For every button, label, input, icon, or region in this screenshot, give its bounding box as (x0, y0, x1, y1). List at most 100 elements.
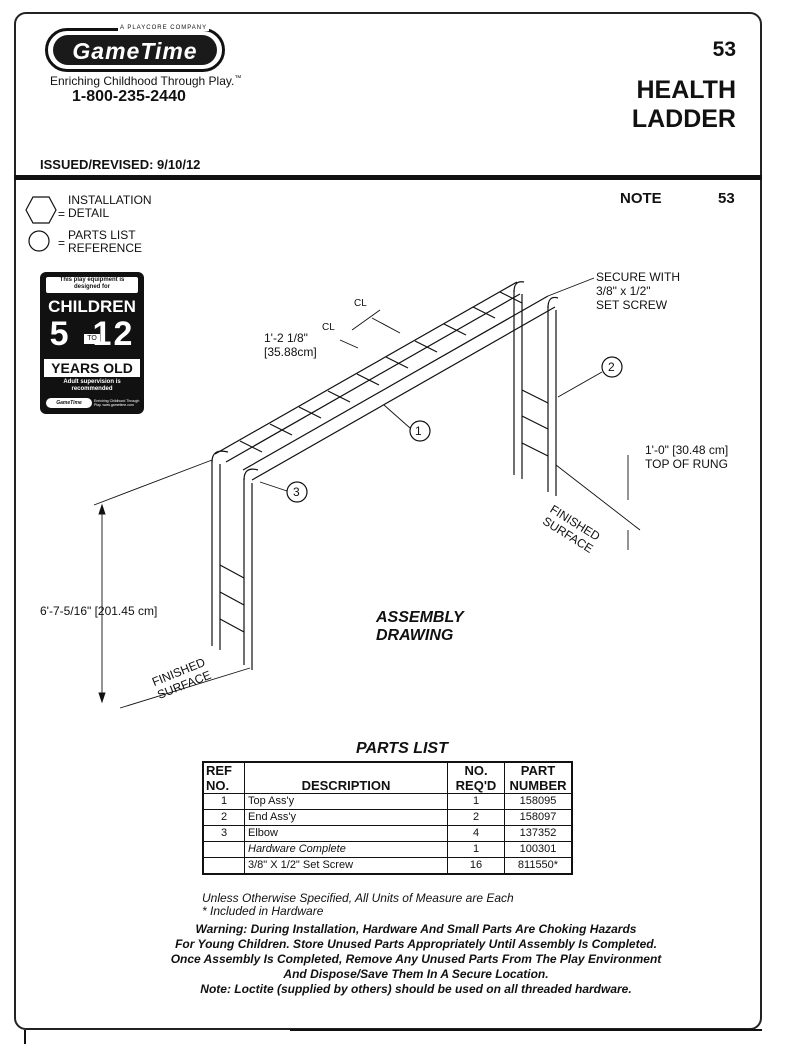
header-qty-line-1: NO. (464, 763, 488, 778)
callout-3-label: 3 (293, 485, 300, 499)
age-badge-logo: GameTime (46, 398, 92, 408)
cell-qty: 1 (447, 793, 505, 810)
assembly-drawing-label: ASSEMBLY DRAWING (376, 609, 464, 645)
back-top-rail (214, 281, 518, 455)
rung-line-1: 1'-0" [30.48 cm] (645, 443, 729, 457)
elbow-back-right (513, 281, 525, 293)
choking-hazard-warning: Warning: During Installation, Hardware A… (100, 922, 732, 997)
callout-3-circle (286, 481, 308, 503)
top-of-rung-dimension: 1'-0" [30.48 cm] TOP OF RUNG (645, 443, 728, 471)
footnote-line-2: * Included in Hardware (202, 904, 324, 918)
cell-description: Elbow (244, 825, 448, 842)
tagline-text: Enriching Childhood Through Play. (50, 74, 235, 88)
hexagon-icon (25, 196, 57, 224)
callout-2-label: 2 (608, 360, 615, 374)
assembly-drawing (93, 277, 641, 709)
legend-installation-detail: INSTALLATION DETAIL (68, 194, 152, 220)
note-number: 53 (718, 190, 735, 207)
sheet-number: 53 (712, 38, 736, 61)
elbow-front-right (547, 296, 559, 309)
rung-line-2: TOP OF RUNG (645, 457, 728, 471)
callout-2-leader (557, 371, 603, 398)
header-qty-line-2: REQ'D (455, 778, 497, 793)
legend-circle-line-2: REFERENCE (68, 241, 143, 255)
header-qty: NO. REQ'D (447, 761, 505, 794)
warning-line-5: Note: Loctite (supplied by others) shoul… (200, 982, 632, 996)
warning-line-4: And Dispose/Save Them In A Secure Locati… (283, 967, 549, 981)
cell-part: 158095 (504, 793, 573, 810)
warning-line-1: Warning: During Installation, Hardware A… (195, 922, 637, 936)
age-badge-children: CHILDREN (48, 297, 136, 316)
callout-1-leader (383, 404, 411, 429)
age-badge-fine-print: Enriching Childhood Through Play. www.ga… (94, 399, 140, 407)
logo-tagline: Enriching Childhood Through Play.™ (50, 74, 241, 88)
callout-1-label: 1 (415, 424, 422, 438)
parts-list-title: PARTS LIST (356, 740, 448, 757)
secure-line-2: 3/8" x 1/2" (596, 284, 651, 298)
cell-qty: 4 (447, 825, 505, 842)
set-screw-leader (547, 277, 595, 297)
header-part-line-1: PART (520, 763, 556, 778)
header-ref-line-1: REF (206, 763, 232, 778)
circle-icon (28, 230, 50, 252)
parts-footnotes: Unless Otherwise Specified, All Units of… (202, 892, 514, 918)
header-description: DESCRIPTION (244, 761, 448, 794)
legend-symbols (25, 196, 57, 252)
ladder-lines (211, 281, 559, 670)
cell-ref (202, 857, 245, 875)
rung-spacing-dimension: 1'-2 1/8" [35.88cm] (264, 331, 317, 359)
phone-number: 1-800-235-2440 (72, 88, 186, 105)
table-row: 2 End Ass'y 2 158097 (202, 809, 573, 826)
note-label: NOTE (620, 190, 662, 207)
overall-height-dimension: 6'-7-5/16" [201.45 cm] (40, 604, 158, 618)
bottom-tick (24, 1030, 26, 1044)
table-row: 1 Top Ass'y 1 158095 (202, 793, 573, 810)
callout-2-circle (601, 356, 623, 378)
header-part-line-2: NUMBER (509, 778, 567, 793)
assembly-line-2: DRAWING (376, 627, 454, 644)
cell-ref: 3 (202, 825, 245, 842)
finished-surface-right (555, 464, 641, 531)
centerline-mark-2: CL (322, 322, 335, 333)
legend-hex-line-1: INSTALLATION (68, 193, 152, 207)
legend-parts-list-reference: PARTS LIST REFERENCE (68, 229, 142, 255)
parts-table-header: REF NO. DESCRIPTION NO. REQ'D PART NUMBE… (202, 761, 573, 794)
cell-description: Top Ass'y (244, 793, 448, 810)
logo-background: GameTime (53, 35, 217, 65)
cell-part: 137352 (504, 825, 573, 842)
spacing-line-1: 1'-2 1/8" (264, 331, 308, 345)
cell-ref: 1 (202, 793, 245, 810)
bottom-rule (290, 1029, 762, 1031)
cell-qty: 1 (447, 841, 505, 858)
trademark-symbol: ™ (234, 75, 242, 82)
cell-ref: 2 (202, 809, 245, 826)
centerline-mark-1: CL (354, 298, 367, 309)
cell-qty: 2 (447, 809, 505, 826)
age-badge-top-text: This play equipment is designed for (46, 277, 138, 293)
footnote-line-1: Unless Otherwise Specified, All Units of… (202, 891, 514, 905)
age-badge-supervision: Adult supervision is recommended (63, 379, 121, 392)
age-badge-to-word: TO (84, 334, 100, 344)
table-row: 3 Elbow 4 137352 (202, 825, 573, 842)
age-badge-years: YEARS OLD (44, 359, 140, 377)
age-range-badge: This play equipment is designed for CHIL… (40, 272, 144, 414)
front-top-rail (242, 295, 549, 471)
legend-hex-line-2: DETAIL (68, 206, 110, 220)
callout-1-circle (409, 420, 431, 442)
issued-revised-date: ISSUED/REVISED: 9/10/12 (40, 157, 201, 172)
header-ref: REF NO. (202, 761, 245, 794)
title-line-1: HEALTH (636, 76, 736, 104)
cell-description: End Ass'y (244, 809, 448, 826)
elbow-back-left (211, 450, 229, 463)
warning-line-3: Once Assembly Is Completed, Remove Any U… (170, 952, 662, 966)
assembly-line-1: ASSEMBLY (376, 609, 464, 626)
cell-description: Hardware Complete (244, 841, 448, 858)
title-line-2: LADDER (631, 105, 736, 133)
logo-wordmark: GameTime (72, 38, 198, 64)
warning-line-2: For Young Children. Store Unused Parts A… (175, 937, 657, 951)
cell-description: 3/8" X 1/2" Set Screw (244, 857, 448, 875)
dimension-lines (93, 277, 641, 709)
cell-qty: 16 (447, 857, 505, 875)
legend-equals-2: = (58, 236, 66, 250)
spacing-line-2: [35.88cm] (264, 345, 317, 359)
